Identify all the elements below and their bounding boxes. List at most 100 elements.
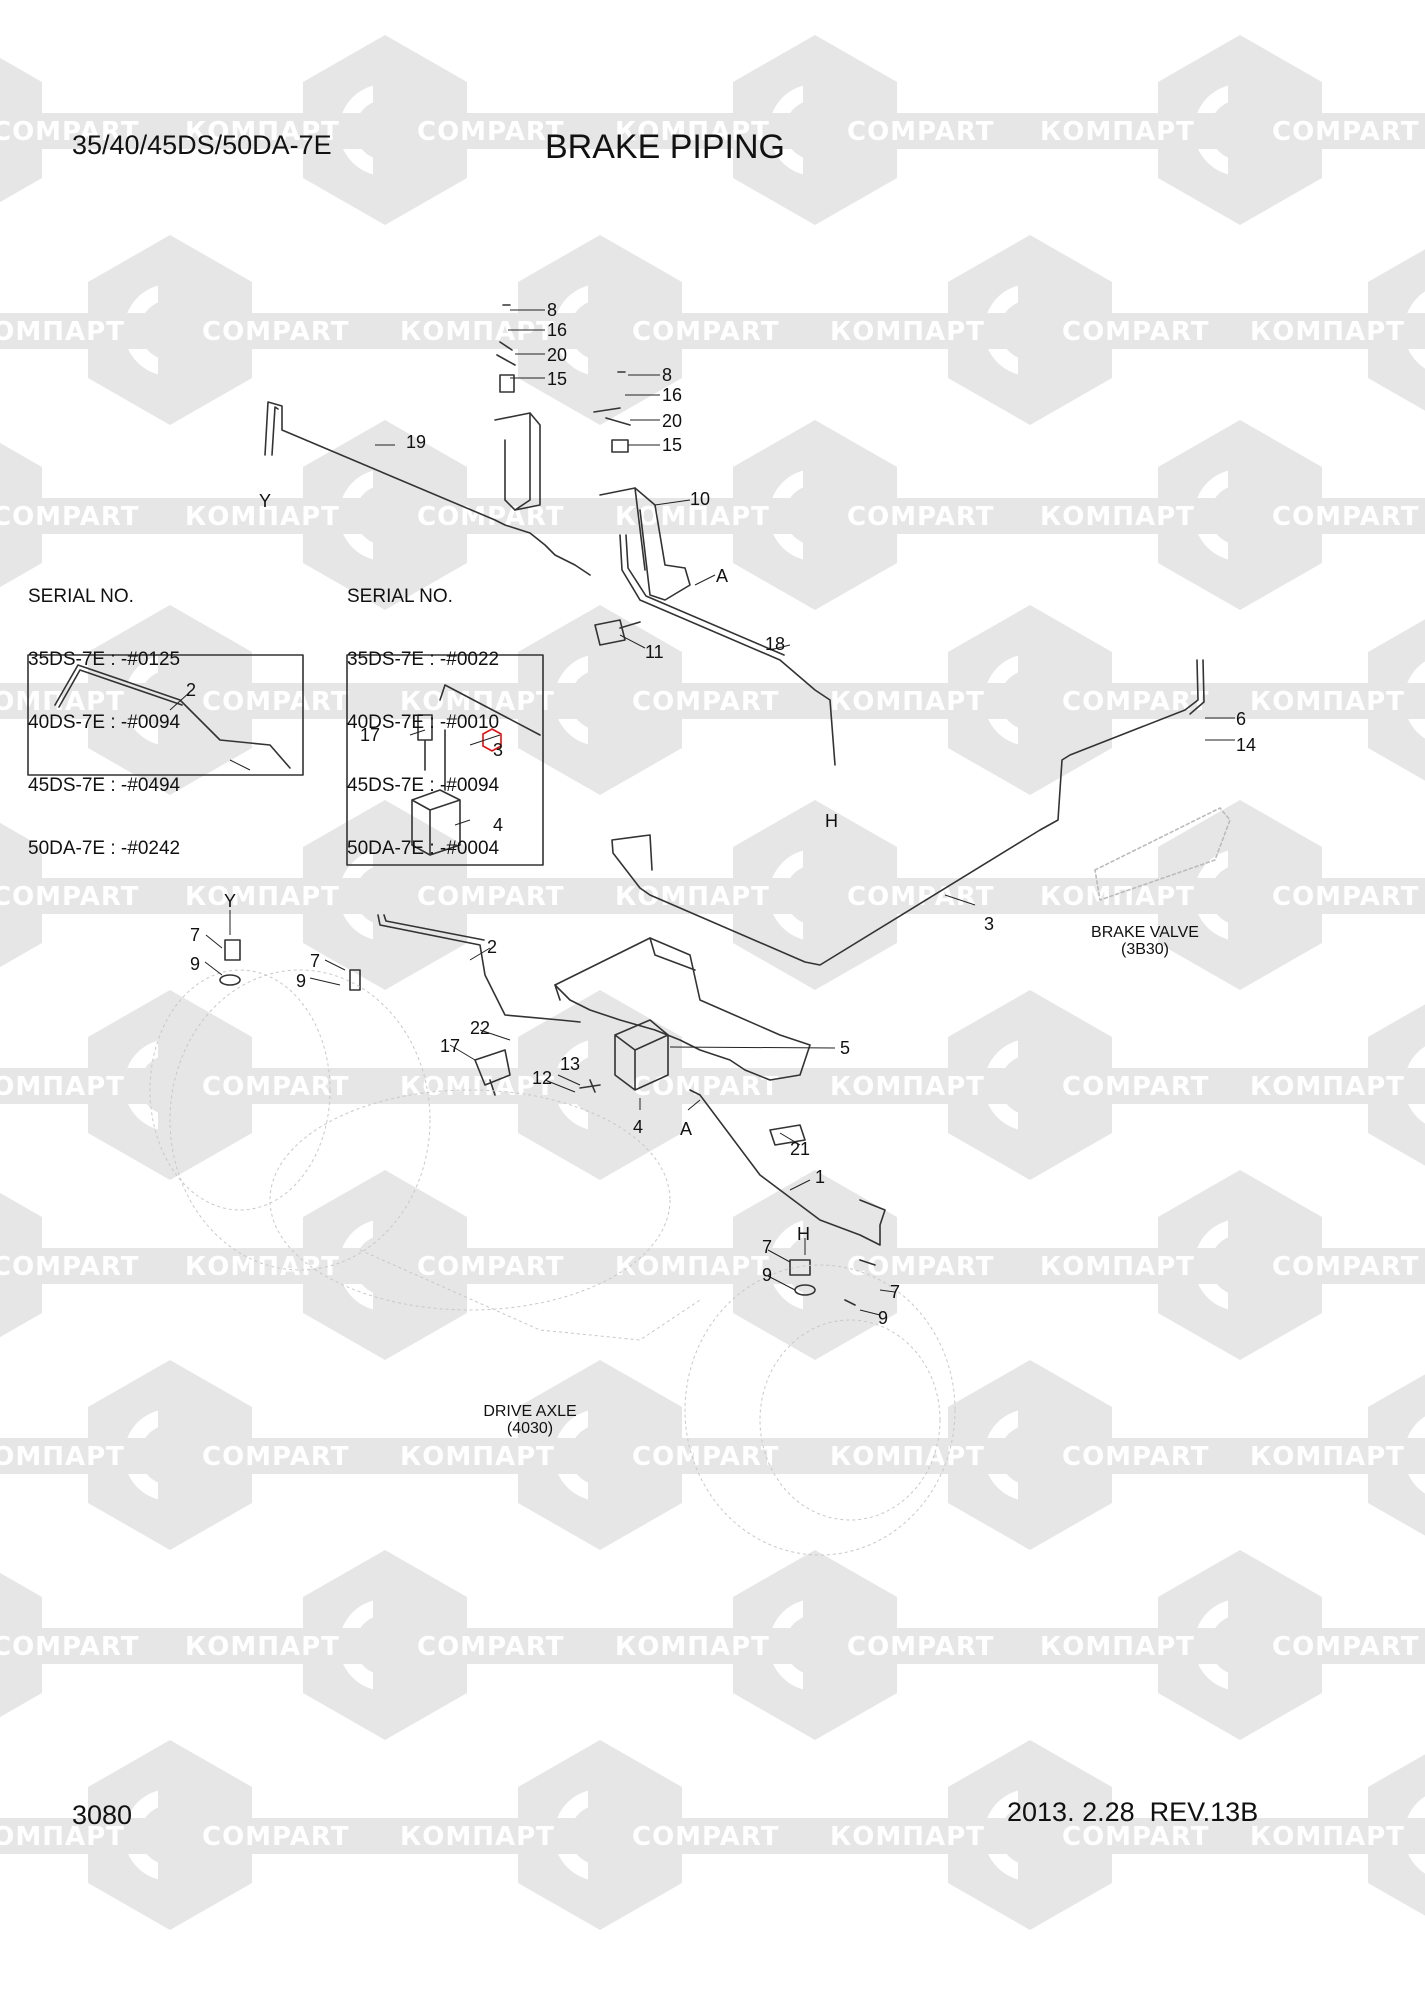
- serial-heading: SERIAL NO.: [347, 586, 453, 607]
- part-callout: 22: [470, 1018, 490, 1038]
- watermark-right-text: COMPART: [417, 882, 564, 912]
- watermark-left-text: КОМПАРТ: [615, 1632, 770, 1662]
- part-callout: Y: [259, 491, 271, 511]
- watermark-right-text: COMPART: [1272, 1252, 1419, 1282]
- watermark-right-text: COMPART: [202, 1072, 349, 1102]
- part-callout: 9: [878, 1308, 888, 1328]
- watermark-tile: КОМПАРТ COMPART: [0, 1360, 385, 1550]
- part-callout: 9: [296, 971, 306, 991]
- part-callout: 8: [662, 365, 672, 385]
- watermark-right-text: COMPART: [847, 882, 994, 912]
- watermark-right-text: COMPART: [0, 502, 139, 532]
- watermark-left-text: КОМПАРТ: [1040, 502, 1195, 532]
- part-callout: 21: [790, 1139, 810, 1159]
- watermark-right-text: COMPART: [632, 1822, 779, 1852]
- serial-heading: SERIAL NO.: [28, 586, 134, 607]
- watermark-right-text: COMPART: [1062, 1442, 1209, 1472]
- watermark-left-text: КОМПАРТ: [615, 117, 770, 147]
- watermark-left-text: КОМПАРТ: [830, 1072, 985, 1102]
- watermark-right-text: COMPART: [1272, 882, 1419, 912]
- watermark-right-text: COMPART: [1272, 1632, 1419, 1662]
- watermark-left-text: КОМПАРТ: [830, 317, 985, 347]
- serial-line: 45DS-7E : -#0494: [28, 775, 181, 796]
- pipe-2-main: [377, 914, 581, 1023]
- part-callout: 11: [645, 642, 664, 662]
- watermark-right-text: COMPART: [417, 1632, 564, 1662]
- watermark-left-text: КОМПАРТ: [0, 1822, 125, 1852]
- part-callout: 20: [662, 411, 682, 431]
- part-callout: 18: [765, 634, 785, 654]
- watermark-left-text: КОМПАРТ: [1040, 117, 1195, 147]
- watermark-left-text: КОМПАРТ: [400, 1072, 555, 1102]
- brake-valve-code: (3B30): [1120, 941, 1170, 958]
- serial-block-left: SERIAL NO. 35DS-7E : -#0125 40DS-7E : -#…: [28, 544, 180, 880]
- brake-valve-reference: BRAKE VALVE (3B30): [1080, 924, 1210, 958]
- part-callout: 20: [547, 345, 567, 365]
- serial-line: 40DS-7E : -#0010: [347, 712, 500, 733]
- serial-line: 35DS-7E : -#0125: [28, 649, 181, 670]
- part-callout: 12: [532, 1068, 552, 1088]
- inset-box-left: [27, 654, 304, 776]
- part-callout: 1: [815, 1167, 825, 1187]
- watermark-tile: КОМПАРТ COMPART: [1025, 1550, 1425, 1740]
- part-callout: Y: [224, 891, 236, 911]
- watermark-tile: КОМПАРТ COMPART: [1025, 1170, 1425, 1360]
- watermark-right-text: COMPART: [202, 1442, 349, 1472]
- watermark-right-text: COMPART: [0, 1632, 139, 1662]
- part-callout: 19: [406, 432, 426, 452]
- watermark-left-text: КОМПАРТ: [0, 1442, 125, 1472]
- watermark-tile: КОМПАРТ COMPART: [0, 990, 385, 1180]
- part-callout: 4: [493, 815, 503, 835]
- watermark-left-text: КОМПАРТ: [1250, 1822, 1405, 1852]
- watermark-left-text: КОМПАРТ: [1040, 1252, 1195, 1282]
- part-callout: 7: [310, 951, 320, 971]
- part-callout: 16: [662, 385, 682, 405]
- serial-line: 45DS-7E : -#0094: [347, 775, 500, 796]
- part-callout: 2: [487, 937, 497, 957]
- inset-box-right: [346, 654, 544, 866]
- part-callout: 4: [633, 1117, 643, 1137]
- part-callout: 15: [547, 369, 567, 389]
- watermark-right-text: COMPART: [202, 1822, 349, 1852]
- watermark-tile: КОМПАРТ COMPART: [170, 1550, 600, 1740]
- watermark-left-text: КОМПАРТ: [185, 1632, 340, 1662]
- watermark-right-text: COMPART: [0, 1252, 139, 1282]
- part-callout: 10: [690, 489, 710, 509]
- part-callout: 17: [360, 725, 380, 745]
- watermark-left-text: КОМПАРТ: [1040, 1632, 1195, 1662]
- serial-line: 35DS-7E : -#0022: [347, 649, 500, 670]
- drive-axle-reference: DRIVE AXLE (4030): [470, 1403, 590, 1437]
- watermark-left-text: КОМПАРТ: [1250, 1442, 1405, 1472]
- watermark-left-text: КОМПАРТ: [830, 687, 985, 717]
- watermark-right-text: COMPART: [1062, 1822, 1209, 1852]
- drive-axle-code: (4030): [506, 1420, 554, 1437]
- part-callout: 14: [1236, 735, 1256, 755]
- page-number: 3080: [72, 1800, 133, 1830]
- watermark-right-text: COMPART: [632, 317, 779, 347]
- watermark-left-text: КОМПАРТ: [0, 317, 125, 347]
- part-callout: 17: [440, 1036, 460, 1056]
- watermark-left-text: КОМПАРТ: [0, 1072, 125, 1102]
- watermark-left-text: КОМПАРТ: [1250, 687, 1405, 717]
- part-callout: 13: [560, 1054, 580, 1074]
- inset-pipe-2: [54, 664, 291, 769]
- watermark-right-text: COMPART: [1062, 317, 1209, 347]
